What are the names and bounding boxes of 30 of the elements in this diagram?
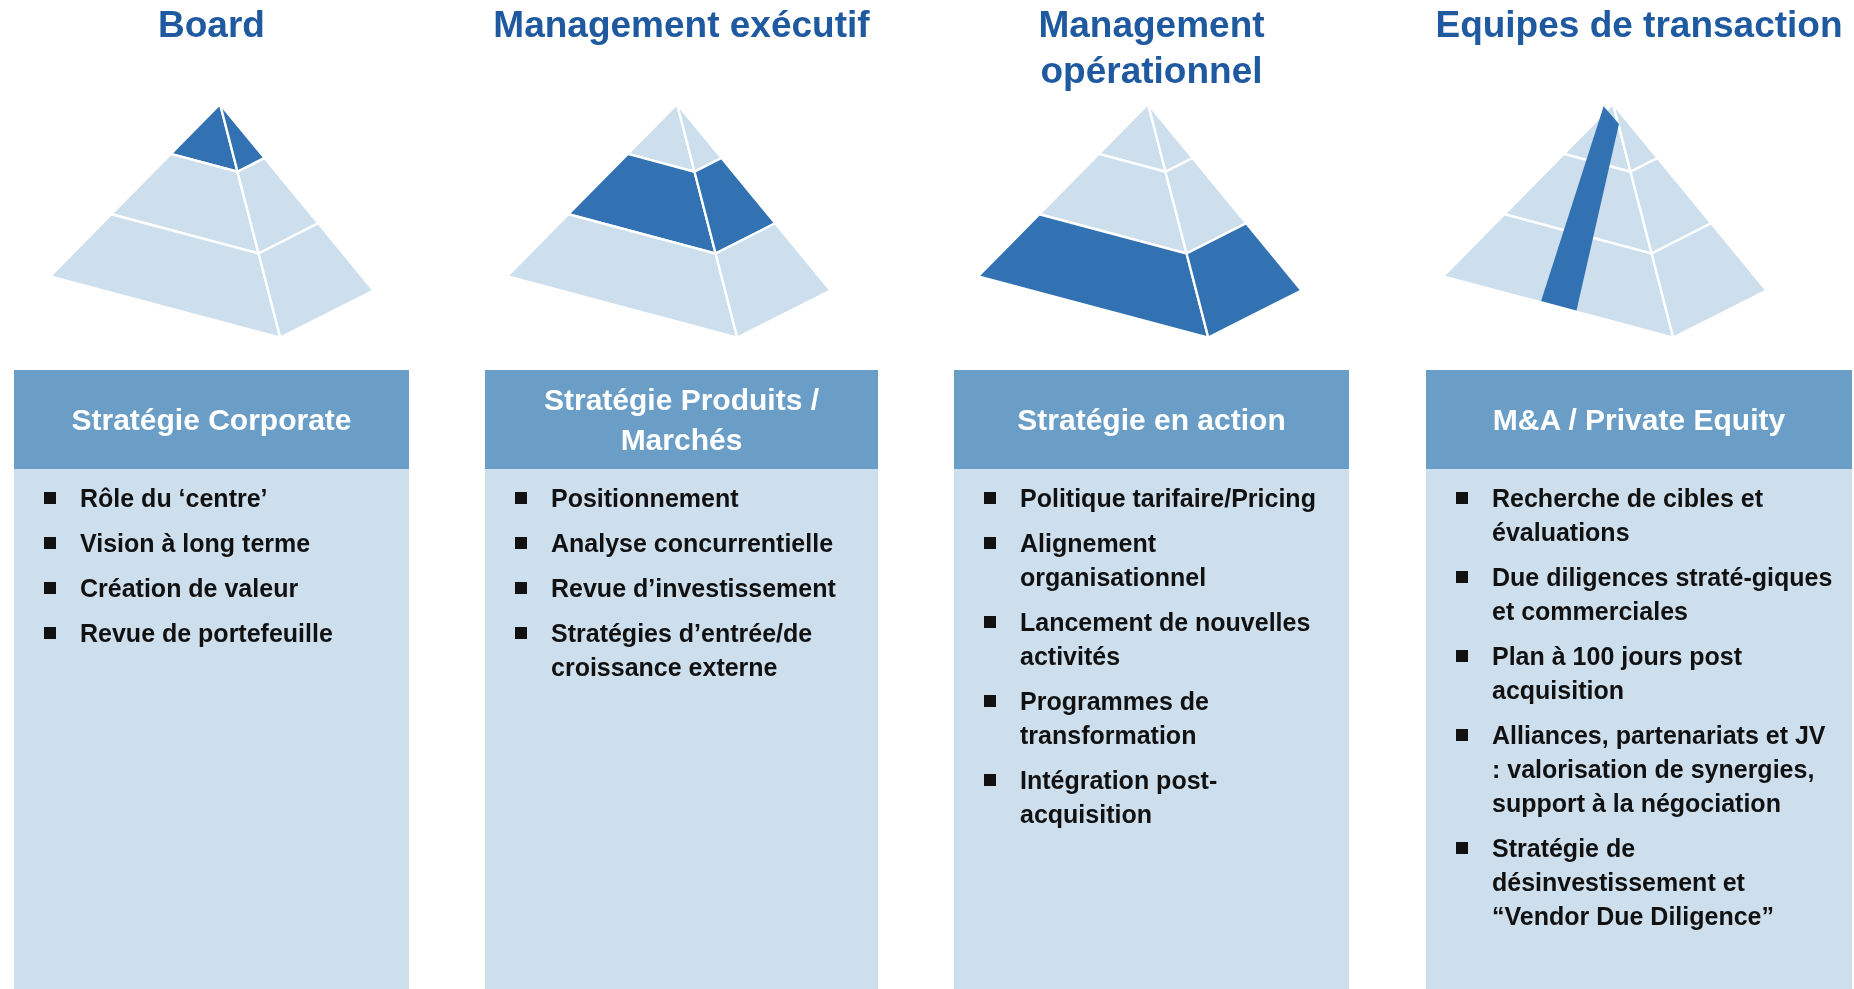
bullet-item: Stratégies d’entrée/de croissance externe — [515, 616, 862, 684]
bullet-item: Alliances, partenariats et JV : valorisation de synergies, support à la négociation — [1456, 718, 1836, 820]
panel-header: Stratégie en action — [954, 370, 1349, 469]
bullet-item: Revue d’investissement — [515, 571, 862, 605]
bullet-item: Stratégie de désinvestissement et “Vendor Due Diligence” — [1456, 831, 1836, 933]
bullet-item: Programmes de transformation — [984, 684, 1333, 752]
panel-header: M&A / Private Equity — [1426, 370, 1852, 469]
bullet-item: Revue de portefeuille — [44, 616, 393, 650]
bullet-item: Politique tarifaire/Pricing — [984, 481, 1333, 515]
text-panel — [14, 370, 409, 989]
bullet-item: Positionnement — [515, 481, 862, 515]
column-title: Board — [157, 3, 266, 47]
column-title: Equipes de transaction — [1434, 3, 1844, 47]
bullet-item: Rôle du ‘centre’ — [44, 481, 393, 515]
bullet-item: Alignement organisationnel — [984, 526, 1333, 594]
column-title: Management opérationnel — [1037, 3, 1266, 93]
column-title: Management exécutif — [492, 3, 871, 47]
panel-header: Stratégie Produits / Marchés — [485, 370, 878, 469]
bullet-item: Création de valeur — [44, 571, 393, 605]
panel-header: Stratégie Corporate — [14, 370, 409, 469]
text-panel — [1426, 370, 1852, 989]
bullet-item: Vision à long terme — [44, 526, 393, 560]
text-panel — [485, 370, 878, 989]
bullet-item: Intégration post-acquisition — [984, 763, 1333, 831]
bullet-item: Due diligences straté-giques et commerciales — [1456, 560, 1836, 628]
bullet-item: Recherche de cibles et évaluations — [1456, 481, 1836, 549]
bullet-item: Plan à 100 jours post acquisition — [1456, 639, 1836, 707]
bullet-item: Lancement de nouvelles activités — [984, 605, 1333, 673]
text-panel — [954, 370, 1349, 989]
bullet-item: Analyse concurrentielle — [515, 526, 862, 560]
